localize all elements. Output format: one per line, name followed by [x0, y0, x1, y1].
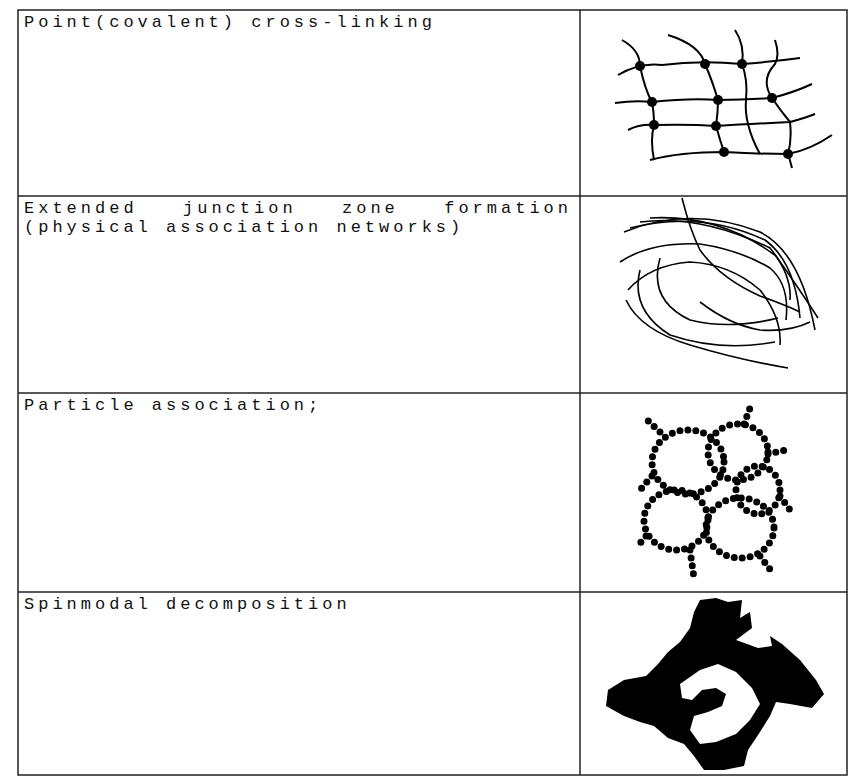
table-cell-text: Particle association; [24, 396, 572, 415]
table-cell: Spinmodal decomposition [24, 595, 572, 614]
table-cell: Extended junction zone formation (physic… [24, 199, 572, 237]
crosslink-network [615, 30, 832, 168]
particle-chains [636, 408, 790, 578]
table-cell-text: Extended junction zone formation (physic… [24, 199, 572, 237]
table-cell: Point(covalent) cross-linking [24, 13, 572, 32]
table-cell-text: Point(covalent) cross-linking [24, 13, 572, 32]
table-grid [18, 10, 847, 775]
table-cell: Particle association; [24, 396, 572, 415]
spinodal-domain [606, 598, 824, 770]
junction-zone-bundle [620, 198, 818, 368]
crosslink-points [635, 59, 793, 159]
table-cell-text: Spinmodal decomposition [24, 595, 572, 614]
